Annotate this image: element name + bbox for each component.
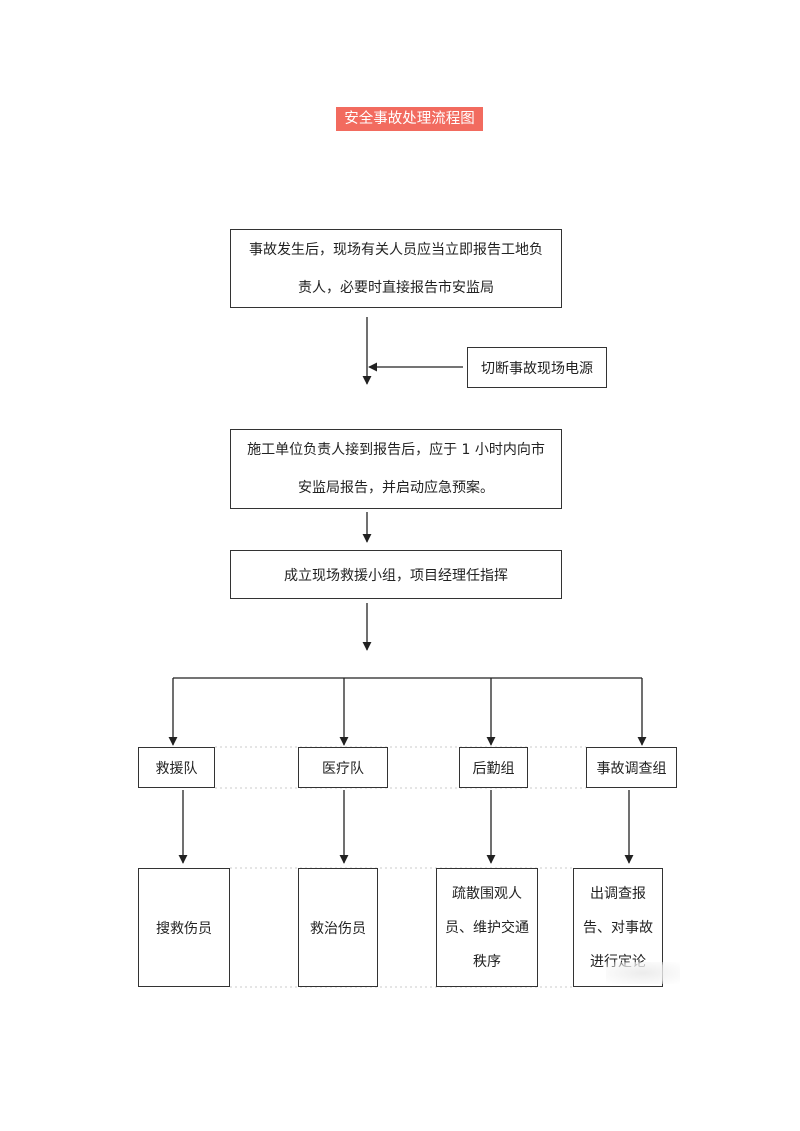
report-step-box: 事故发生后，现场有关人员应当立即报告工地负 责人，必要时直接报告市安监局 — [230, 229, 562, 308]
group-label-rescue: 救援队 — [155, 760, 198, 777]
report-step-line2: 责人，必要时直接报告市安监局 — [298, 279, 494, 296]
task-investigation-line1: 出调查报 — [590, 885, 646, 902]
group-box-rescue: 救援队 — [138, 747, 215, 788]
group-box-medical: 医疗队 — [298, 747, 388, 788]
group-label-logistics: 后勤组 — [472, 760, 515, 777]
task-box-logistics: 疏散围观人 员、维护交通 秩序 — [436, 868, 538, 987]
watermark-blur — [606, 962, 680, 984]
task-logistics-line2: 员、维护交通 — [445, 919, 529, 936]
task-investigation-line2: 告、对事故 — [583, 919, 653, 936]
unit-report-line1: 施工单位负责人接到报告后，应于 1 小时内向市 — [247, 442, 545, 458]
diagram-title: 安全事故处理流程图 — [336, 107, 483, 131]
cut-power-box: 切断事故现场电源 — [467, 347, 607, 388]
task-label-rescue: 搜救伤员 — [156, 920, 212, 937]
group-label-medical: 医疗队 — [322, 760, 364, 777]
task-box-rescue: 搜救伤员 — [138, 868, 230, 987]
cut-power-label: 切断事故现场电源 — [481, 360, 593, 377]
rescue-team-setup-label: 成立现场救援小组，项目经理任指挥 — [284, 567, 508, 584]
unit-report-step-box: 施工单位负责人接到报告后，应于 1 小时内向市 安监局报告，并启动应急预案。 — [230, 429, 562, 509]
task-box-medical: 救治伤员 — [298, 868, 378, 987]
task-logistics-line1: 疏散围观人 — [452, 885, 522, 902]
task-logistics-line3: 秩序 — [473, 953, 501, 970]
group-box-investigation: 事故调查组 — [586, 747, 677, 788]
task-label-medical: 救治伤员 — [310, 920, 366, 937]
report-step-line1: 事故发生后，现场有关人员应当立即报告工地负 — [249, 241, 543, 258]
group-label-investigation: 事故调查组 — [596, 760, 667, 777]
rescue-team-setup-box: 成立现场救援小组，项目经理任指挥 — [230, 550, 562, 599]
unit-report-line2: 安监局报告，并启动应急预案。 — [298, 480, 494, 496]
group-box-logistics: 后勤组 — [459, 747, 528, 788]
